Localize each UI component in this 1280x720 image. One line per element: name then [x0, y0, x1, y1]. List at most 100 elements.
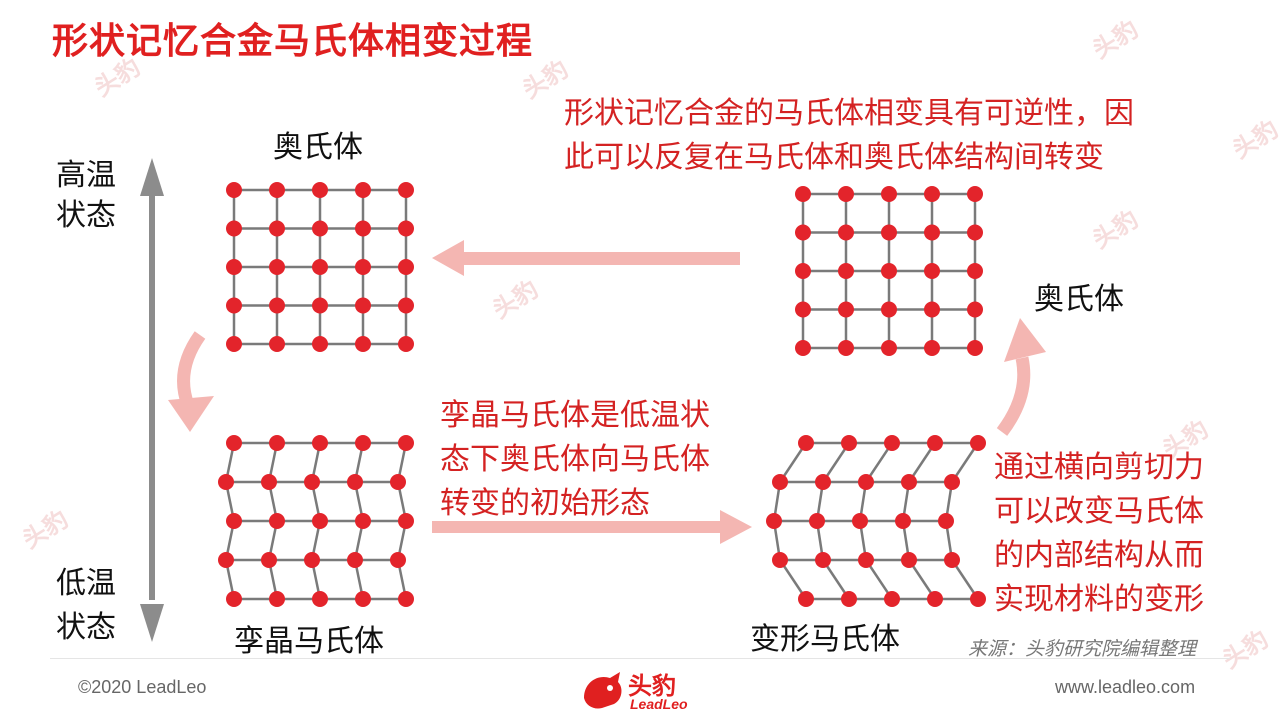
arrow-cooling-curve — [177, 331, 206, 408]
lattice-atom — [312, 513, 328, 529]
lattice-atom — [795, 263, 811, 279]
lattice-atom — [895, 513, 911, 529]
lattice-atom — [838, 301, 854, 318]
leopard-icon — [584, 672, 622, 709]
lattice-atom — [226, 336, 242, 352]
reversibility-note: 形状记忆合金的马氏体相变具有可逆性，因 此可以反复在马氏体和奥氏体结构间转变 — [564, 96, 1134, 175]
lattice-atom — [924, 186, 940, 202]
lattice-atom — [390, 552, 406, 568]
lattice-atom — [312, 591, 328, 607]
lattice-atom — [398, 182, 414, 198]
lattice-atom — [944, 552, 960, 568]
lattice-atom — [938, 513, 954, 529]
leadleo-logo: 头豹 LeadLeo — [580, 664, 700, 718]
lattice-atom — [766, 513, 782, 529]
lattice-atom — [815, 552, 831, 568]
deformed-martensite-lattice — [766, 435, 986, 607]
arrow-to-deformed-head — [720, 510, 752, 544]
temperature-axis-down-head — [140, 604, 164, 642]
austenite-lattice-right — [795, 186, 983, 356]
lattice-atom — [884, 435, 900, 451]
lattice-atom — [304, 552, 320, 568]
low-temp-label: 低温 状态 — [56, 566, 116, 645]
temperature-axis-shaft — [149, 190, 155, 600]
high-temp-label: 高温 状态 — [56, 158, 116, 233]
lattice-atom — [355, 259, 371, 275]
austenite-label-right: 奥氏体 — [1034, 282, 1124, 317]
twinned-martensite-label: 孪晶马氏体 — [234, 624, 384, 659]
lattice-atom — [355, 297, 371, 314]
arrow-to-austenite-head — [432, 240, 464, 276]
lattice-atom — [226, 513, 242, 529]
lattice-atom — [312, 259, 328, 275]
lattice-atom — [226, 259, 242, 275]
lattice-atom — [226, 297, 242, 314]
lattice-atom — [924, 301, 940, 318]
lattice-atom — [398, 297, 414, 314]
arrow-heating-curve — [996, 356, 1031, 436]
lattice-atom — [838, 186, 854, 202]
lattice-atom — [795, 340, 811, 356]
lattice-atom — [924, 263, 940, 279]
temperature-axis-arrow — [140, 158, 164, 642]
footer-divider — [50, 658, 1230, 659]
lattice-atom — [798, 591, 814, 607]
austenite-label-top-left: 奥氏体 — [273, 130, 363, 165]
lattice-atom — [772, 552, 788, 568]
lattice-atom — [798, 435, 814, 451]
lattice-atom — [355, 435, 371, 451]
lattice-atom — [347, 552, 363, 568]
lattice-atom — [841, 435, 857, 451]
lattice-atom — [967, 224, 983, 241]
source-note: 来源：头豹研究院编辑整理 — [968, 638, 1197, 660]
lattice-atom — [838, 340, 854, 356]
austenite-lattice-left — [226, 182, 414, 352]
lattice-atom — [881, 186, 897, 202]
lattice-atom — [355, 513, 371, 529]
lattice-atom — [795, 186, 811, 202]
lattice-atom — [261, 474, 277, 490]
lattice-atom — [269, 220, 285, 237]
arrow-heating-head — [1004, 318, 1046, 362]
lattice-atom — [852, 513, 868, 529]
lattice-atom — [269, 591, 285, 607]
page-title: 形状记忆合金马氏体相变过程 — [52, 21, 534, 62]
lattice-atom — [924, 340, 940, 356]
lattice-atom — [838, 224, 854, 241]
lattice-atom — [269, 336, 285, 352]
arrow-to-austenite-shaft — [455, 252, 740, 265]
lattice-atom — [795, 301, 811, 318]
lattice-atom — [312, 220, 328, 237]
lattice-atom — [347, 474, 363, 490]
footer-website[interactable]: www.leadleo.com — [1055, 677, 1196, 697]
lattice-atom — [815, 474, 831, 490]
lattice-atom — [398, 513, 414, 529]
lattice-atom — [884, 591, 900, 607]
lattice-atom — [858, 474, 874, 490]
lattice-atom — [838, 263, 854, 279]
shear-note: 通过横向剪切力 可以改变马氏体 的内部结构从而 实现材料的变形 — [994, 450, 1204, 617]
lattice-atom — [398, 336, 414, 352]
lattice-atom — [312, 336, 328, 352]
lattice-atom — [226, 182, 242, 198]
lattice-atom — [881, 301, 897, 318]
lattice-atom — [269, 435, 285, 451]
lattice-atom — [355, 182, 371, 198]
logo-subtext: LeadLeo — [630, 696, 688, 712]
lattice-atom — [355, 220, 371, 237]
lattice-atom — [967, 301, 983, 318]
lattice-atom — [927, 435, 943, 451]
lattice-atom — [269, 297, 285, 314]
lattice-atom — [218, 552, 234, 568]
lattice-atom — [881, 340, 897, 356]
lattice-atom — [841, 591, 857, 607]
lattice-atom — [269, 513, 285, 529]
lattice-atom — [269, 259, 285, 275]
lattice-atom — [901, 552, 917, 568]
arrow-to-deformed-shaft — [432, 521, 724, 533]
lattice-atom — [398, 435, 414, 451]
lattice-atom — [858, 552, 874, 568]
lattice-atom — [901, 474, 917, 490]
lattice-atom — [226, 220, 242, 237]
lattice-atom — [218, 474, 234, 490]
